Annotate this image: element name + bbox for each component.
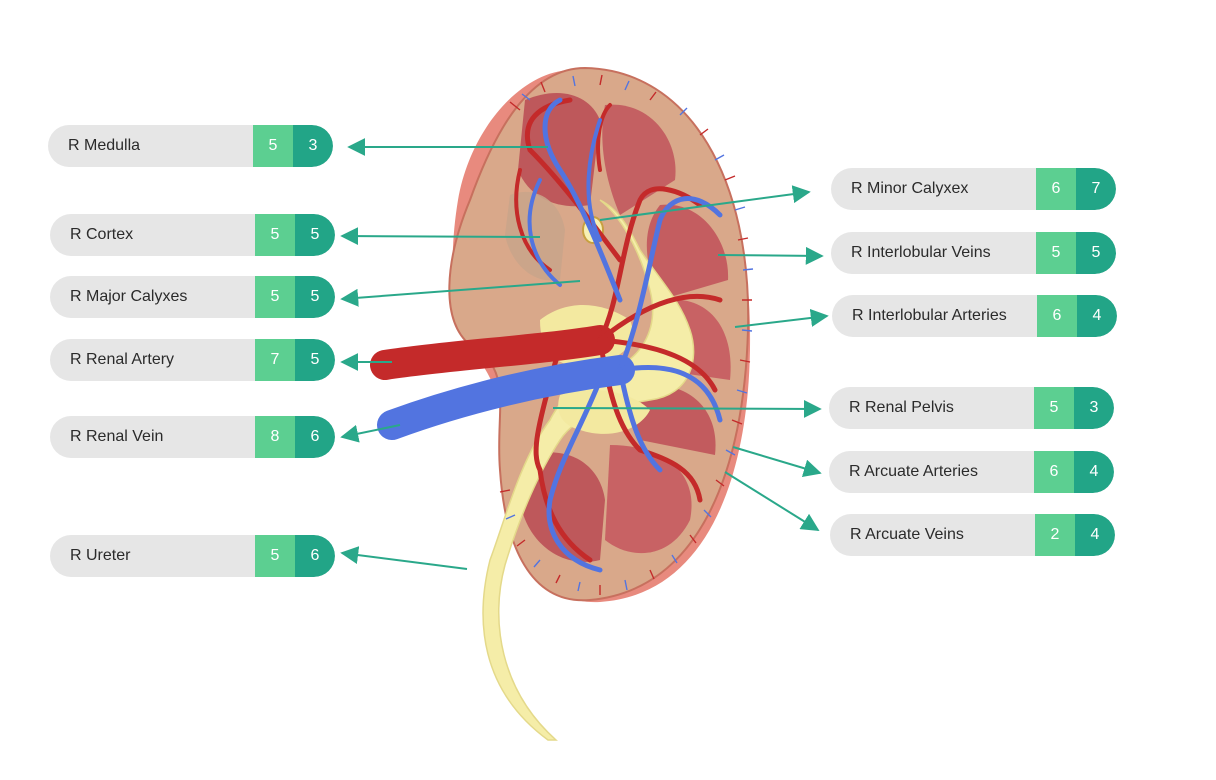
score-dark: 7 (1076, 168, 1116, 210)
label-pill-arcuate-arteries[interactable]: R Arcuate Arteries 6 4 (829, 451, 1114, 493)
score-light: 5 (255, 214, 295, 256)
label-name: R Minor Calyxex (851, 180, 969, 197)
label-name: R Major Calyxes (70, 288, 188, 305)
score-dark: 3 (1074, 387, 1114, 429)
score-light: 5 (255, 276, 295, 318)
leader-major-calyxes (340, 280, 581, 307)
score-light: 7 (255, 339, 295, 381)
label-name: R Interlobular Arteries (852, 307, 1007, 324)
label-name: R Ureter (70, 547, 131, 564)
leader-arcuate-veins (724, 471, 820, 531)
score-dark: 4 (1074, 451, 1114, 493)
score-light: 6 (1034, 451, 1074, 493)
label-name: R Renal Pelvis (849, 399, 954, 416)
score-dark: 3 (293, 125, 333, 167)
leader-lines (340, 138, 829, 570)
label-pill-interlobular-arteries[interactable]: R Interlobular Arteries 6 4 (832, 295, 1117, 337)
score-light: 5 (1034, 387, 1074, 429)
score-dark: 5 (1076, 232, 1116, 274)
leader-interlobular-veins (717, 246, 824, 265)
label-name: R Interlobular Veins (851, 244, 991, 261)
leader-interlobular-arteries (734, 308, 829, 328)
score-light: 6 (1036, 168, 1076, 210)
label-pill-cortex[interactable]: R Cortex 5 5 (50, 214, 335, 256)
score-dark: 6 (295, 535, 335, 577)
label-pill-arcuate-veins[interactable]: R Arcuate Veins 2 4 (830, 514, 1115, 556)
score-dark: 5 (295, 339, 335, 381)
leader-minor-calyxex (599, 185, 811, 221)
score-dark: 4 (1077, 295, 1117, 337)
label-pill-ureter[interactable]: R Ureter 5 6 (50, 535, 335, 577)
interlobular-vessels (499, 74, 754, 595)
leader-cortex (340, 227, 541, 246)
score-light: 5 (253, 125, 293, 167)
leader-ureter (340, 546, 468, 570)
label-name: R Cortex (70, 226, 134, 243)
leader-renal-pelvis (552, 399, 822, 418)
score-dark: 5 (295, 276, 335, 318)
label-pill-medulla[interactable]: R Medulla 5 3 (48, 125, 333, 167)
leader-renal-vein (340, 424, 401, 443)
label-pill-major-calyxes[interactable]: R Major Calyxes 5 5 (50, 276, 335, 318)
score-light: 8 (255, 416, 295, 458)
medulla-pyramids (505, 92, 731, 562)
arteries (370, 97, 723, 563)
score-dark: 6 (295, 416, 335, 458)
score-light: 6 (1037, 295, 1077, 337)
leader-arcuate-arteries (732, 446, 822, 477)
label-name: R Arcuate Veins (850, 526, 964, 543)
veins (377, 97, 723, 573)
score-light: 2 (1035, 514, 1075, 556)
label-pill-renal-vein[interactable]: R Renal Vein 8 6 (50, 416, 335, 458)
label-name: R Renal Vein (70, 428, 164, 445)
score-dark: 4 (1075, 514, 1115, 556)
label-pill-interlobular-veins[interactable]: R Interlobular Veins 5 5 (831, 232, 1116, 274)
label-pill-minor-calyxex[interactable]: R Minor Calyxex 6 7 (831, 168, 1116, 210)
label-pill-renal-artery[interactable]: R Renal Artery 7 5 (50, 339, 335, 381)
label-name: R Arcuate Arteries (849, 463, 978, 480)
score-light: 5 (255, 535, 295, 577)
score-light: 5 (1036, 232, 1076, 274)
score-dark: 5 (295, 214, 335, 256)
label-name: R Medulla (68, 137, 141, 154)
label-name: R Renal Artery (70, 351, 175, 368)
label-pill-renal-pelvis[interactable]: R Renal Pelvis 5 3 (829, 387, 1114, 429)
